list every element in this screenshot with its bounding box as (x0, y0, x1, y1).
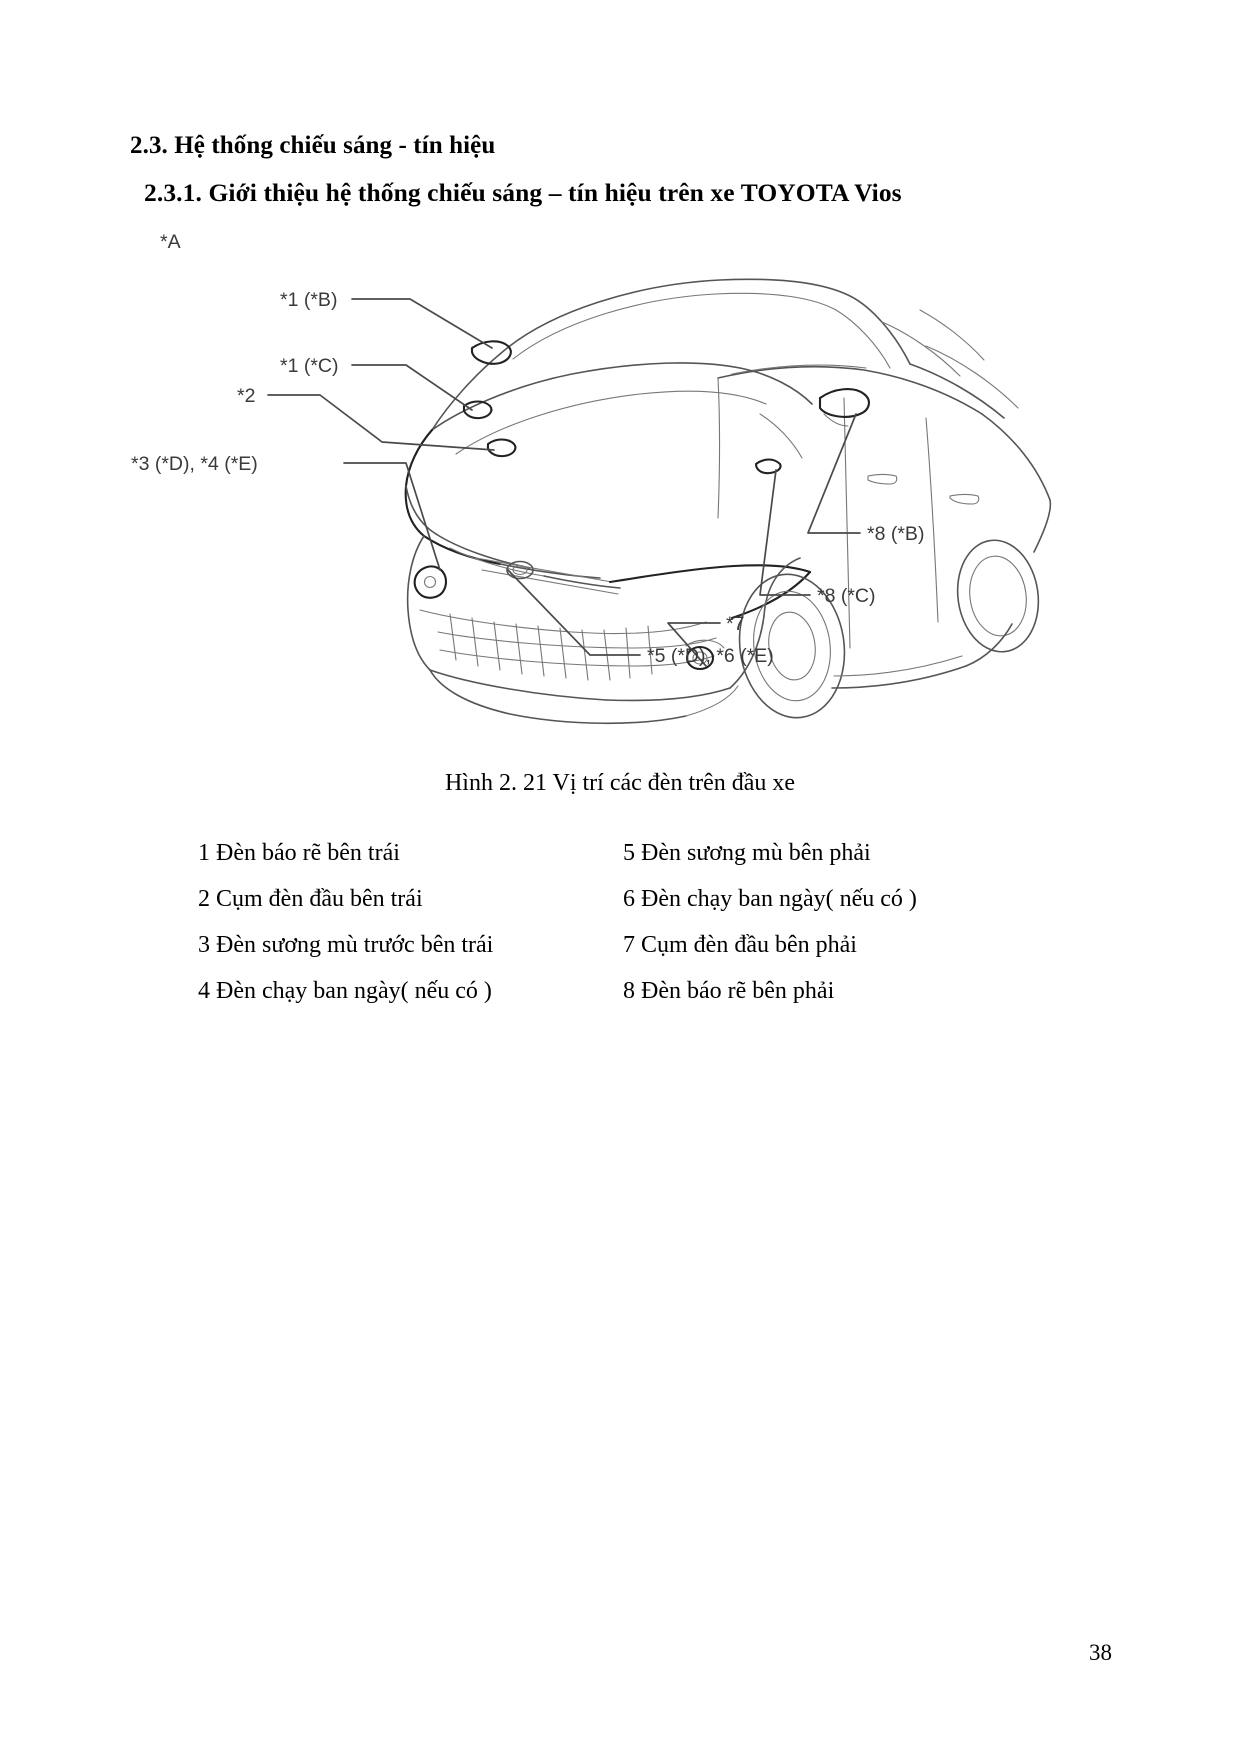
vehicle-diagram-svg: .ln { fill:none; stroke:#555; stroke-wid… (131, 231, 1052, 725)
legend-row: 2 Cụm đèn đầu bên trái 6 Đèn chạy ban ng… (198, 886, 1058, 932)
legend-item-2: 2 Cụm đèn đầu bên trái (198, 886, 423, 912)
figure-caption: Hình 2. 21 Vị trí các đèn trên đầu xe (444, 770, 796, 796)
callout-label-8C: *8 (*C) (817, 585, 876, 607)
callout-leader-lines (267, 298, 861, 667)
side-mirror (818, 388, 870, 427)
legend-row: 3 Đèn sương mù trước bên trái 7 Cụm đèn … (198, 932, 1058, 978)
callout-labels: *A *1 (*B) *1 (*C) *2 *3 (*D), *4 (*E) *… (131, 231, 924, 667)
callout-label-7: *7 (726, 613, 744, 635)
legend-item-8: 8 Đèn báo rẽ bên phải (623, 978, 835, 1004)
legend-row: 1 Đèn báo rẽ bên trái 5 Đèn sương mù bên… (198, 840, 1058, 886)
section-heading: 2.3. Hệ thống chiếu sáng - tín hiệu (130, 132, 496, 159)
callout-label-1B: *1 (*B) (280, 289, 337, 311)
legend-item-4: 4 Đèn chạy ban ngày( nếu có ) (198, 978, 492, 1004)
callout-label-5D6E: *5 (*D), *6 (*E) (647, 645, 774, 667)
legend-item-6: 6 Đèn chạy ban ngày( nếu có ) (623, 886, 917, 912)
windshield-sensor (470, 340, 512, 365)
legend-item-1: 1 Đèn báo rẽ bên trái (198, 840, 400, 866)
figure-vehicle-light-positions: .ln { fill:none; stroke:#555; stroke-wid… (120, 218, 1120, 738)
legend-row: 4 Đèn chạy ban ngày( nếu có ) 8 Đèn báo … (198, 978, 1058, 1024)
figure-legend: 1 Đèn báo rẽ bên trái 5 Đèn sương mù bên… (198, 840, 1058, 1024)
callout-label-1C: *1 (*C) (280, 355, 339, 377)
legend-item-3: 3 Đèn sương mù trước bên trái (198, 932, 494, 958)
hood-marker (462, 400, 517, 458)
callout-label-8B: *8 (*B) (867, 523, 924, 545)
legend-item-5: 5 Đèn sương mù bên phải (623, 840, 871, 866)
fog-lamp-right (685, 639, 725, 671)
car-body-outline (404, 278, 1052, 725)
legend-item-7: 7 Cụm đèn đầu bên phải (623, 932, 857, 958)
callout-label-2: *2 (237, 385, 255, 407)
subsection-heading: 2.3.1. Giới thiệu hệ thống chiếu sáng – … (144, 178, 902, 207)
fog-lamp-left (413, 565, 448, 599)
callout-label-3D4E: *3 (*D), *4 (*E) (131, 453, 258, 475)
callout-label-A: *A (160, 231, 181, 253)
side-repeater-lamp (754, 458, 782, 475)
page-number: 38 (1089, 1640, 1112, 1665)
